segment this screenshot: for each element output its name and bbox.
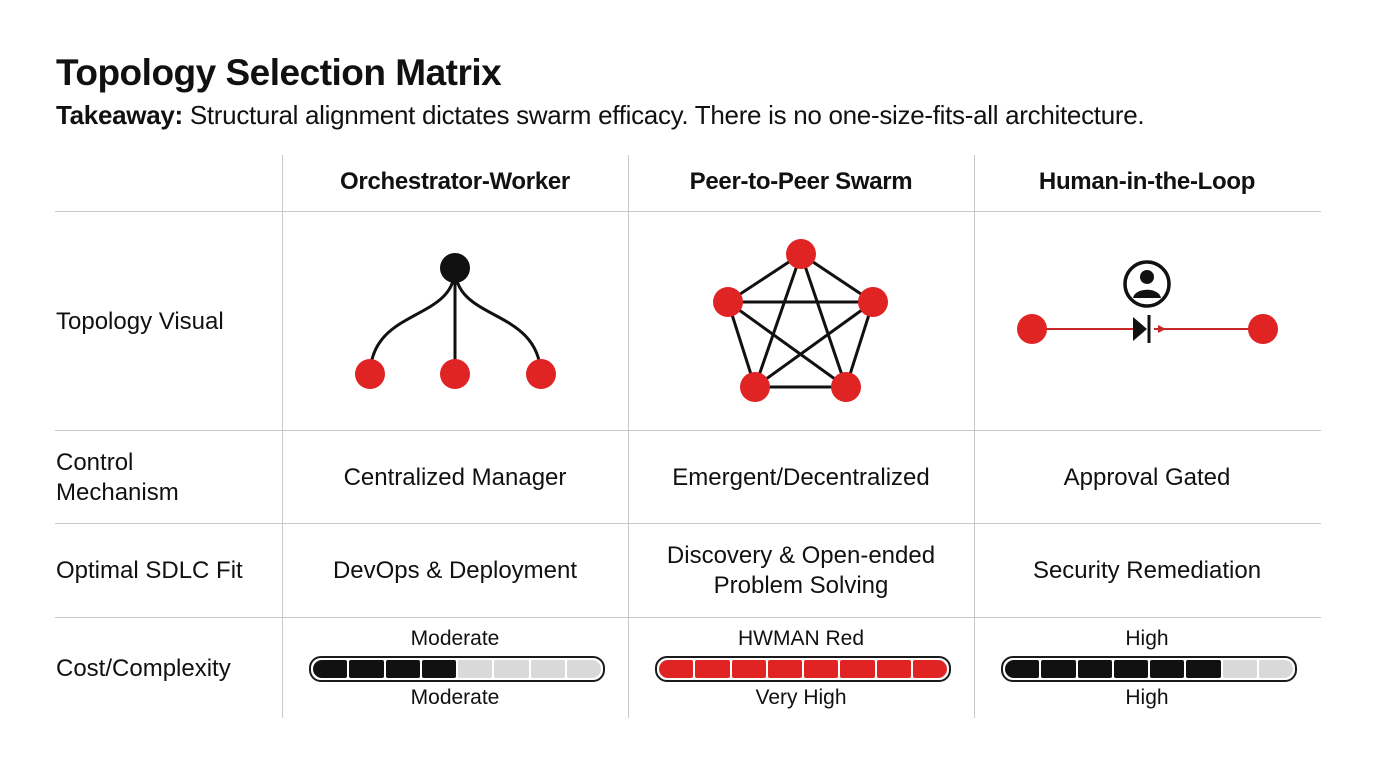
column-header-orchestrator-worker: Orchestrator-Worker <box>340 168 570 195</box>
sdlc-human-in-the-loop: Security Remediation <box>1032 557 1262 584</box>
human-in-the-loop-diagram <box>1017 260 1278 344</box>
meter-segment-filled <box>313 660 348 678</box>
cost-top-label: High <box>1125 627 1169 650</box>
meter-segment-empty <box>494 660 529 678</box>
meter-segment-empty <box>566 660 601 678</box>
peer-node <box>786 239 816 269</box>
cost-bottom-label: High <box>1125 686 1169 709</box>
meter-segment-filled <box>421 660 456 678</box>
cost-meter <box>1001 656 1297 682</box>
takeaway: Takeaway: Structural alignment dictates … <box>56 100 1145 131</box>
grid-line <box>55 211 1321 212</box>
meter-segment-filled <box>385 660 420 678</box>
cost-top-label: Moderate <box>410 627 500 650</box>
worker-node <box>440 359 470 389</box>
column-header-human-in-the-loop: Human-in-the-Loop <box>1038 168 1256 195</box>
meter-segment-filled <box>659 660 694 678</box>
control-human-in-the-loop: Approval Gated <box>1063 464 1231 491</box>
page-title: Topology Selection Matrix <box>56 52 502 93</box>
grid-line <box>282 155 283 718</box>
meter-segment-filled <box>912 660 947 678</box>
peer-node <box>713 287 743 317</box>
worker-node <box>355 359 385 389</box>
orchestrator-node <box>440 253 470 283</box>
cost-top-label: HWMAN Red <box>737 627 864 650</box>
grid-line <box>628 155 629 718</box>
meter-segment-filled <box>695 660 730 678</box>
person-circle-icon <box>1123 260 1171 308</box>
peer-node <box>858 287 888 317</box>
cost-bottom-label: Very High <box>755 686 847 709</box>
meter-segment-filled <box>349 660 384 678</box>
takeaway-label: Takeaway: <box>56 100 183 130</box>
meter-segment-filled <box>1150 660 1185 678</box>
control-orchestrator-worker: Centralized Manager <box>343 464 567 491</box>
meter-segment-filled <box>1041 660 1076 678</box>
cost-meter <box>309 656 605 682</box>
orchestrator-worker-diagram <box>355 253 556 389</box>
endpoint-node <box>1248 314 1278 344</box>
takeaway-text: Structural alignment dictates swarm effi… <box>182 100 1145 130</box>
row-label-cost-complexity: Cost/Complexity <box>56 655 231 682</box>
meter-segment-filled <box>804 660 839 678</box>
endpoint-node <box>1017 314 1047 344</box>
meter-segment-filled <box>1005 660 1040 678</box>
meter-segment-filled <box>1113 660 1148 678</box>
meter-segment-filled <box>731 660 766 678</box>
meter-segment-filled <box>767 660 802 678</box>
meter-segment-empty <box>458 660 493 678</box>
sdlc-peer-to-peer: Discovery & Open-ended Problem Solving <box>666 542 936 599</box>
grid-line <box>55 430 1321 431</box>
meter-segment-filled <box>876 660 911 678</box>
meter-segment-filled <box>1186 660 1221 678</box>
meter-segment-empty <box>1222 660 1257 678</box>
meter-segment-empty <box>530 660 565 678</box>
peer-node <box>831 372 861 402</box>
grid-line <box>55 617 1321 618</box>
peer-node <box>740 372 770 402</box>
peer-to-peer-diagram <box>713 239 888 402</box>
control-peer-to-peer: Emergent/Decentralized <box>672 464 930 491</box>
meter-segment-filled <box>840 660 875 678</box>
diode-gate-icon <box>1133 315 1151 343</box>
cost-meter <box>655 656 951 682</box>
row-label-optimal-sdlc-fit: Optimal SDLC Fit <box>56 557 243 584</box>
grid-line <box>974 155 975 718</box>
worker-node <box>526 359 556 389</box>
cost-bottom-label: Moderate <box>410 686 500 709</box>
row-label-topology-visual: Topology Visual <box>56 308 224 335</box>
meter-segment-filled <box>1077 660 1112 678</box>
sdlc-orchestrator-worker: DevOps & Deployment <box>332 557 578 584</box>
row-label-control-mechanism: Control Mechanism <box>56 449 179 506</box>
meter-segment-empty <box>1258 660 1293 678</box>
grid-line <box>55 523 1321 524</box>
column-header-peer-to-peer-swarm: Peer-to-Peer Swarm <box>689 168 913 195</box>
